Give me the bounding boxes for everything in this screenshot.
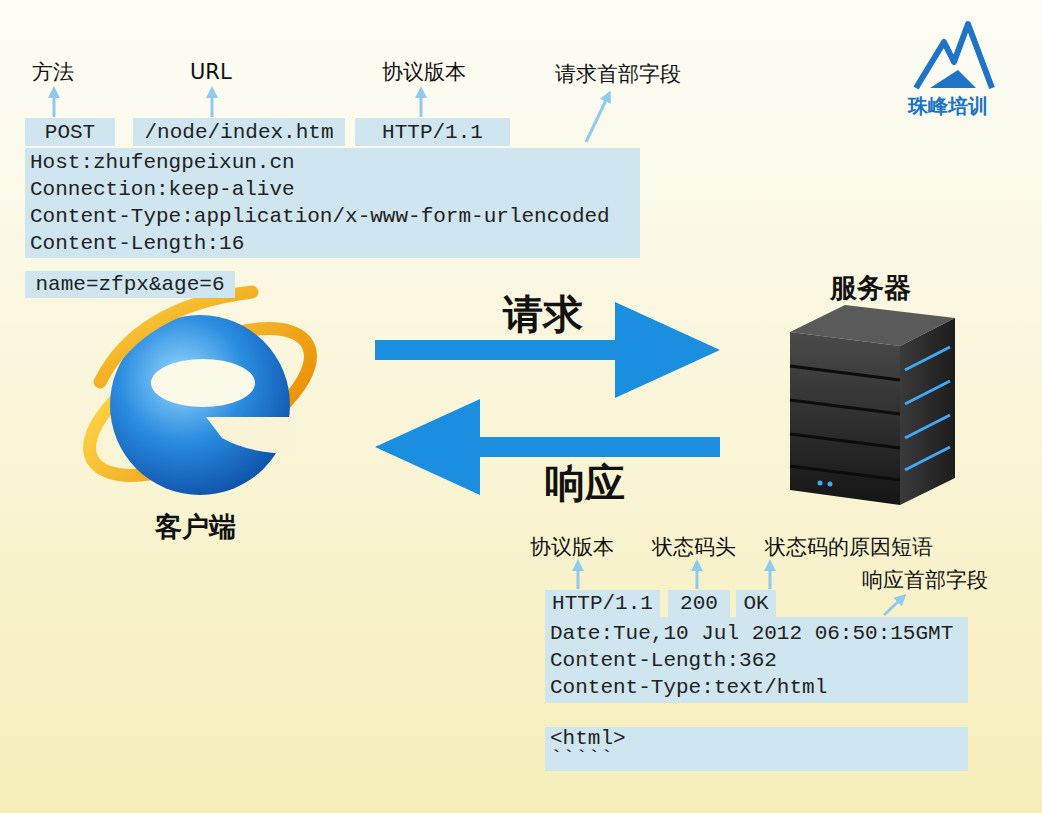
request-headers-block: Host:zhufengpeixun.cnConnection:keep-ali… xyxy=(25,148,640,258)
server-node: 服务器 xyxy=(720,265,960,510)
version-box: HTTP/1.1 xyxy=(545,590,660,617)
browser-icon xyxy=(68,292,332,505)
field-label: 协议版本 xyxy=(530,535,614,560)
arrow-label: 请求 xyxy=(503,294,583,334)
field-label: 状态码的原因短语 xyxy=(765,535,933,560)
node-text: Connection:keep-alive xyxy=(30,176,295,203)
client-node: 客户端 xyxy=(95,300,375,550)
node-text: HTTP/1.1 xyxy=(382,121,483,144)
brand-logo xyxy=(916,24,992,88)
node-text: name=zfpx&age=6 xyxy=(35,273,224,296)
node-text: Content-Length:16 xyxy=(30,230,244,257)
node-text: ````` xyxy=(550,749,613,769)
node-text: <html> xyxy=(550,729,626,749)
node-text: 服务器 xyxy=(830,270,911,306)
node-text: POST xyxy=(45,121,95,144)
leader-arrow xyxy=(696,565,699,589)
request-body-box: name=zfpx&age=6 xyxy=(25,271,235,298)
field-label: 响应首部字段 xyxy=(862,568,988,593)
node-text: Host:zhufengpeixun.cn xyxy=(30,149,295,176)
method-box: POST xyxy=(25,118,115,146)
node-text: Content-Type:text/html xyxy=(550,674,827,701)
node-text: 200 xyxy=(680,592,718,615)
node-text: Date:Tue,10 Jul 2012 06:50:15GMT xyxy=(550,620,953,647)
node-text: Content-Type:application/x-www-form-urle… xyxy=(30,203,610,230)
node-text: /node/index.htm xyxy=(144,121,333,144)
node-text: HTTP/1.1 xyxy=(552,592,653,615)
leader-arrow xyxy=(420,92,423,117)
brand-name: 珠峰培训 xyxy=(908,94,988,118)
field-label: 协议版本 xyxy=(382,60,466,85)
url-box: /node/index.htm xyxy=(133,118,345,146)
node-text: Content-Length:362 xyxy=(550,647,777,674)
response-headers-block: Date:Tue,10 Jul 2012 06:50:15GMTContent-… xyxy=(545,617,968,703)
arrow-label: 响应 xyxy=(545,463,625,503)
response-body-block: <html>````` xyxy=(545,727,968,771)
field-label: 状态码头 xyxy=(652,535,736,560)
reason-phrase-box: OK xyxy=(736,590,776,617)
version-box: HTTP/1.1 xyxy=(355,118,510,146)
field-label: 方法 xyxy=(32,60,74,85)
status-code-box: 200 xyxy=(668,590,730,617)
node-text: OK xyxy=(743,592,768,615)
leader-arrow xyxy=(884,598,902,615)
node-text: 客户端 xyxy=(155,509,236,545)
leader-arrow xyxy=(769,565,772,589)
leader-arrow xyxy=(586,96,608,142)
leader-arrow xyxy=(211,92,214,117)
field-label: URL xyxy=(190,60,232,85)
field-label: 请求首部字段 xyxy=(555,62,681,87)
leader-arrow xyxy=(577,565,580,589)
server-icon xyxy=(790,305,955,505)
leader-arrow xyxy=(53,92,56,117)
